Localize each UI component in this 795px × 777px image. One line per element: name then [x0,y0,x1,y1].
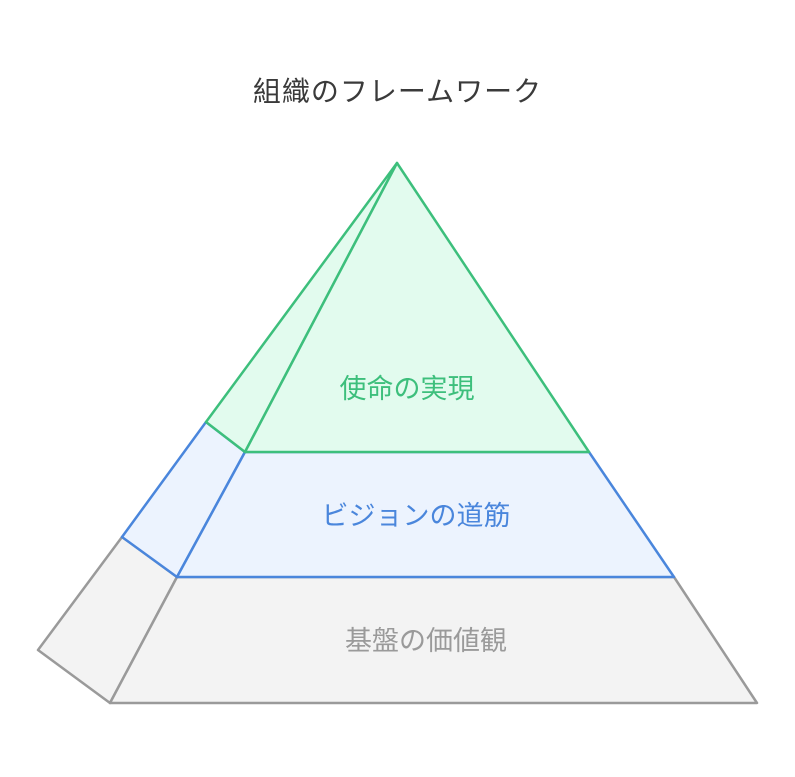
layer-label-bottom: 基盤の価値観 [345,626,507,657]
layer-label-middle: ビジョンの道筋 [322,501,511,532]
top-front-face [243,161,591,454]
pyramid-layer-middle: ビジョンの道筋 [120,420,676,579]
pyramid-layer-bottom: 基盤の価値観 [36,535,759,705]
layer-label-top: 使命の実現 [340,374,475,405]
pyramid-layer-top: 使命の実現 [204,161,591,454]
diagram-title: 組織のフレームワーク [252,75,543,108]
